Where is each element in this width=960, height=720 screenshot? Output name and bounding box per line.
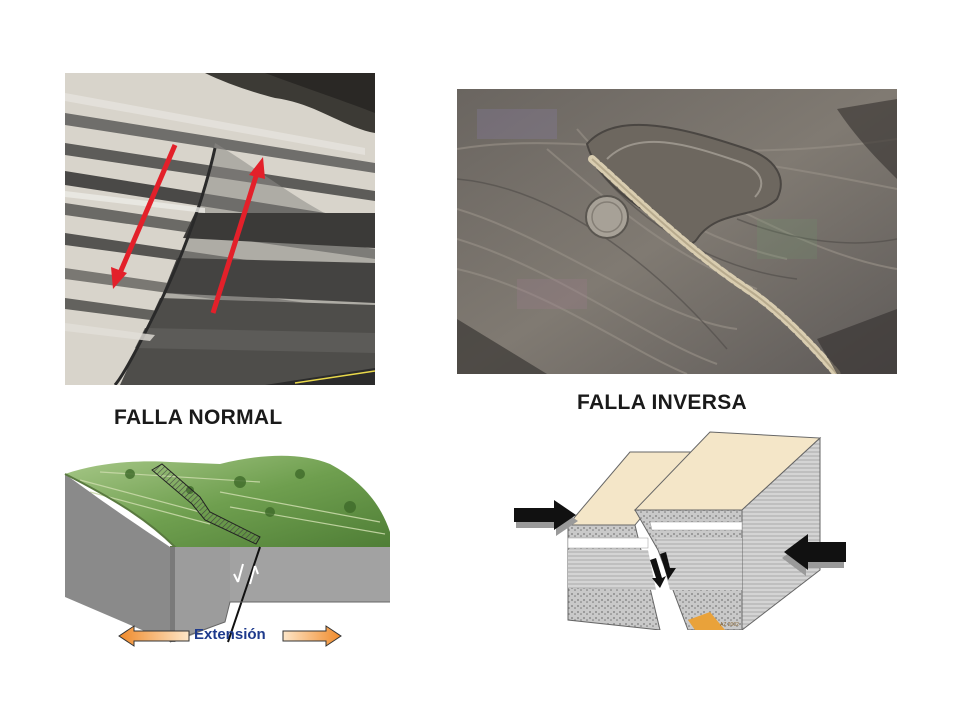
normal-fault-diagram (60, 452, 395, 652)
inverse-fault-photo (457, 89, 897, 374)
extension-label: Extensión (194, 626, 266, 643)
up-arrow-icon (210, 157, 265, 314)
down-arrow-icon (111, 144, 178, 289)
normal-fault-label: FALLA NORMAL (114, 406, 283, 429)
extension-right-arrow (282, 625, 342, 647)
normal-fault-photo (65, 73, 375, 385)
scale-note: AZ 2002 (720, 622, 739, 628)
compression-arrow-right-icon (782, 534, 846, 576)
inverse-fault-label: FALLA INVERSA (577, 391, 747, 414)
compression-arrow-left-icon (514, 500, 578, 536)
extension-left-arrow (118, 625, 190, 647)
inverse-fault-diagram: AZ 2002 (510, 430, 850, 630)
fault-motion-icon (650, 552, 676, 588)
fault-motion-icon (233, 563, 259, 585)
